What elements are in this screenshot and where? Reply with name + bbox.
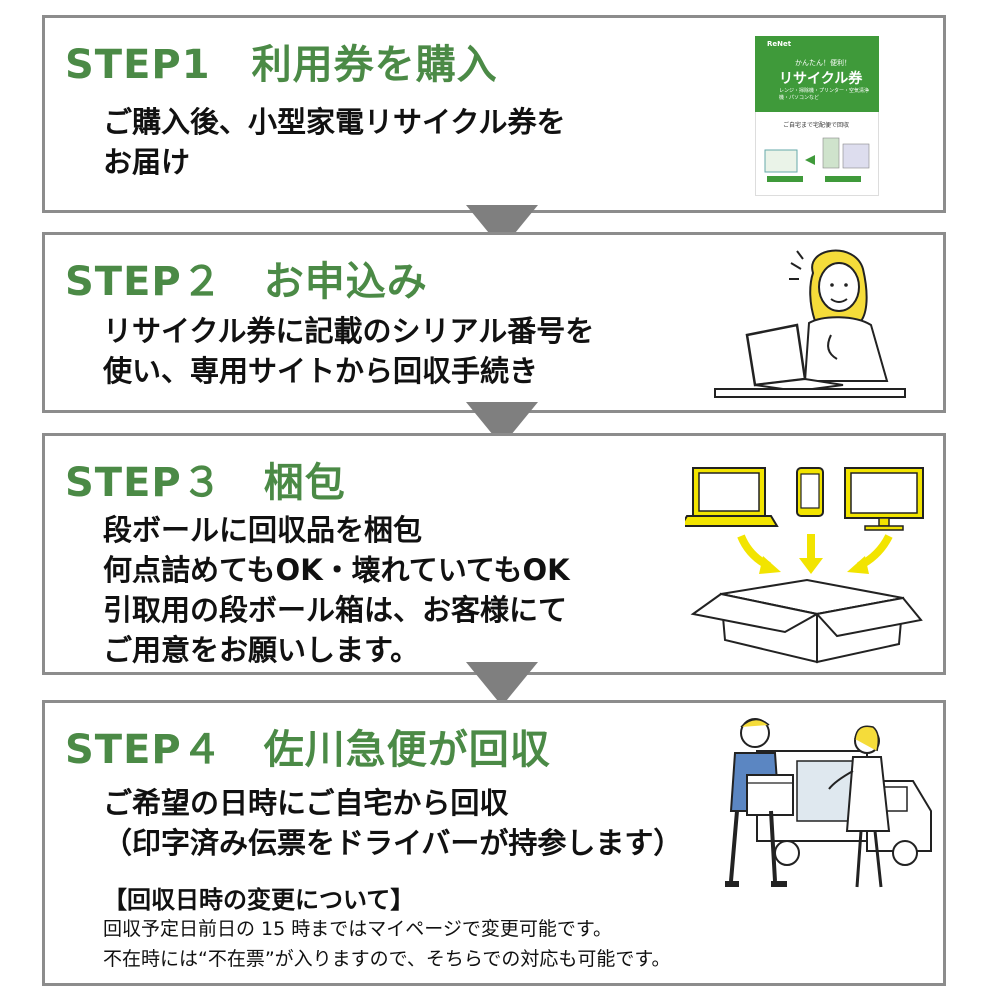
step3-line: 引取用の段ボール箱は、お客様にて bbox=[103, 593, 568, 627]
step2-line: 使い、専用サイトから回収手続き bbox=[103, 354, 539, 388]
delivery-people-truck-icon bbox=[725, 718, 932, 888]
ticket-sub: ご自宅まで宅配便で回収 bbox=[783, 122, 850, 129]
devices-box-illustration bbox=[685, 467, 924, 664]
change-note-line: 回収予定日前日の 15 時まではマイページで変更可能です。 bbox=[103, 918, 612, 940]
monitor-icon bbox=[844, 467, 924, 531]
step4-panel: STEP４ 佐川急便が回収 ご希望の日時にご自宅から回収 （印字済み伝票をドライ… bbox=[42, 700, 946, 986]
smartphone-icon bbox=[796, 467, 824, 517]
person-laptop-icon bbox=[714, 249, 906, 398]
step4-title: STEP４ 佐川急便が回収 bbox=[65, 727, 551, 773]
step3-line: 何点詰めてもOK・壊れていてもOK bbox=[103, 553, 570, 587]
step3-title: STEP３ 梱包 bbox=[65, 460, 346, 506]
step1-text: ご購入後、小型家電リサイクル券を お届け bbox=[103, 102, 566, 182]
recycle-ticket-image: ReNet かんたん！便利！ リサイクル券 レンジ・掃除機・プリンター・空気清浄… bbox=[755, 36, 879, 196]
laptop-icon bbox=[685, 467, 779, 527]
ticket-items: レンジ・掃除機・プリンター・空気清浄機・パソコンなど bbox=[779, 88, 870, 101]
step2-panel: STEP２ お申込み リサイクル券に記載のシリアル番号を 使い、専用サイトから回… bbox=[42, 232, 946, 413]
step4-text: ご希望の日時にご自宅から回収 （印字済み伝票をドライバーが持参します） bbox=[103, 783, 682, 863]
ticket-name: リサイクル券 bbox=[779, 71, 863, 87]
ticket-illustration-icon bbox=[764, 137, 870, 182]
step1-line: お届け bbox=[103, 145, 191, 179]
step2-title: STEP２ お申込み bbox=[65, 259, 428, 305]
step1-line: ご購入後、小型家電リサイクル券を bbox=[103, 105, 566, 139]
ticket-brand: ReNet bbox=[767, 40, 792, 48]
step3-line: 段ボールに回収品を梱包 bbox=[103, 513, 423, 547]
step4-line: ご希望の日時にご自宅から回収 bbox=[103, 786, 509, 820]
step3-text: 段ボールに回収品を梱包 何点詰めてもOK・壊れていてもOK 引取用の段ボール箱は… bbox=[103, 510, 570, 670]
step3-panel: STEP３ 梱包 段ボールに回収品を梱包 何点詰めてもOK・壊れていてもOK 引… bbox=[42, 433, 946, 675]
step1-title: STEP1 利用券を購入 bbox=[65, 42, 498, 88]
step3-line: ご用意をお願いします。 bbox=[103, 633, 420, 667]
step1-panel: STEP1 利用券を購入 ご購入後、小型家電リサイクル券を お届け ReNet … bbox=[42, 15, 946, 213]
step2-text: リサイクル券に記載のシリアル番号を 使い、専用サイトから回収手続き bbox=[103, 311, 594, 391]
change-note-heading: 【回収日時の変更について】 bbox=[103, 886, 415, 914]
change-note-line: 不在時には“不在票”が入りますので、そちらでの対応も可能です。 bbox=[103, 948, 671, 970]
step4-line: （印字済み伝票をドライバーが持参します） bbox=[103, 826, 683, 860]
step-arrow-icon bbox=[466, 662, 538, 706]
cardboard-box-icon bbox=[690, 578, 923, 664]
step2-line: リサイクル券に記載のシリアル番号を bbox=[103, 314, 595, 348]
ticket-tagline: かんたん！便利！ bbox=[795, 59, 851, 67]
